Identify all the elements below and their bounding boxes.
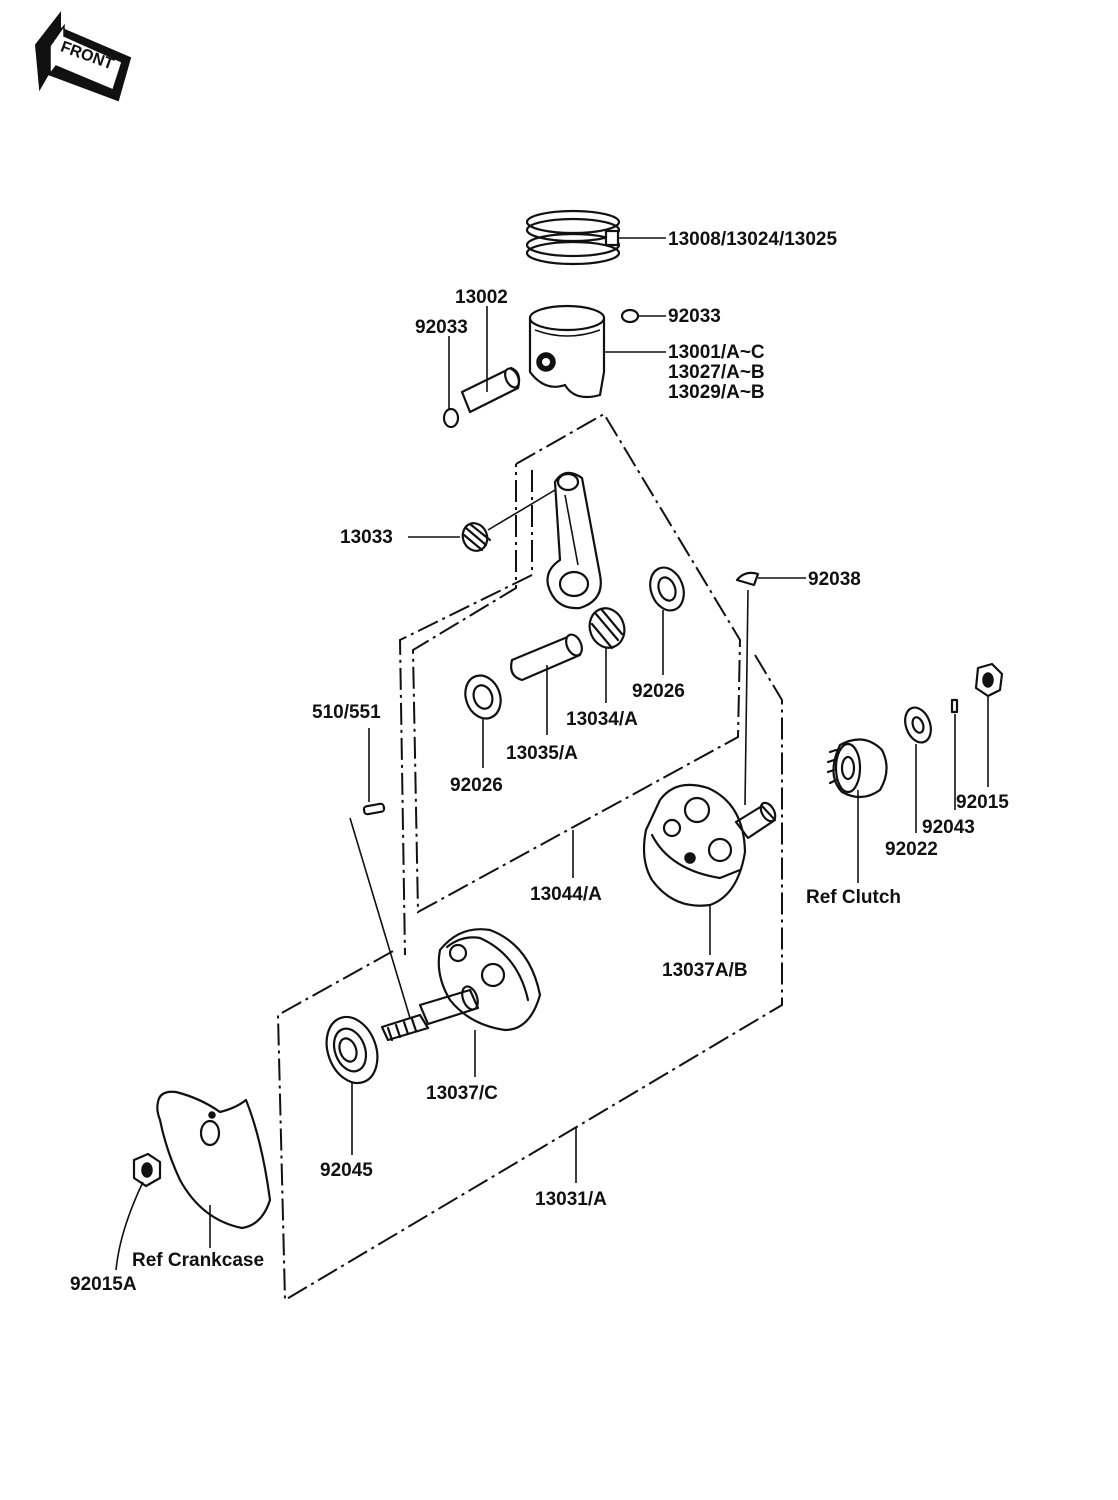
label-washer-left: 92026 xyxy=(450,775,503,796)
label-ref-crankcase: Ref Crankcase xyxy=(132,1250,264,1271)
label-nut-92015: 92015 xyxy=(956,792,1009,813)
flywheel-left-part xyxy=(380,928,542,1042)
label-small-end-bearing: 13033 xyxy=(340,527,393,548)
conrod-assembly-boundary xyxy=(411,412,742,914)
nut-92015-part xyxy=(974,662,1004,698)
label-woodruff-key: 92038 xyxy=(808,569,861,590)
label-piston-1: 13001/A~C xyxy=(668,342,765,363)
label-flywheel-right: 13037A/B xyxy=(662,960,748,981)
front-arrow-icon: FRONT xyxy=(34,11,132,102)
label-crank-pin: 13035/A xyxy=(506,743,578,764)
key-510-part xyxy=(362,802,386,816)
washer-92022-part xyxy=(904,706,932,744)
main-bearing-part xyxy=(325,1015,379,1085)
big-end-bearing-part xyxy=(588,607,626,650)
label-crankshaft-assembly: 13031/A xyxy=(535,1189,607,1210)
connecting-rod-part xyxy=(546,471,602,610)
small-end-bearing-part xyxy=(461,522,492,552)
washer-left-part xyxy=(464,674,502,720)
label-ref-clutch: Ref Clutch xyxy=(806,887,901,908)
woodruff-key-part xyxy=(735,571,760,587)
crankcase-plate-part xyxy=(156,1090,272,1230)
crank-pin-part xyxy=(510,633,583,682)
label-washer-92022: 92022 xyxy=(885,839,938,860)
nut-92015a-part xyxy=(132,1152,162,1188)
label-pin-clip-left: 92033 xyxy=(415,317,468,338)
label-conrod-assembly: 13044/A xyxy=(530,884,602,905)
pin-92043-part xyxy=(950,698,959,714)
flywheel-right-part xyxy=(642,783,777,907)
clutch-gear-part xyxy=(826,738,888,799)
label-nut-92015a: 92015A xyxy=(70,1274,137,1295)
label-main-bearing: 92045 xyxy=(320,1160,373,1181)
pin-clip-right-part xyxy=(620,308,640,324)
label-piston-3: 13029/A~B xyxy=(668,382,765,403)
label-washer-right: 92026 xyxy=(632,681,685,702)
pin-clip-left-part xyxy=(442,407,460,429)
label-piston-2: 13027/A~B xyxy=(668,362,765,383)
washer-right-part xyxy=(649,566,685,612)
label-piston-pin: 13002 xyxy=(455,287,508,308)
piston-part xyxy=(528,304,606,399)
label-big-end-bearing: 13034/A xyxy=(566,709,638,730)
piston-rings-part xyxy=(525,209,621,266)
label-key-510: 510/551 xyxy=(312,702,381,723)
crankshaft-assembly-boundary xyxy=(276,654,783,1302)
label-pin-92043: 92043 xyxy=(922,817,975,838)
label-pin-clip-right: 92033 xyxy=(668,306,721,327)
label-flywheel-left: 13037/C xyxy=(426,1083,498,1104)
label-piston-rings: 13008/13024/13025 xyxy=(668,229,837,250)
piston-pin-part xyxy=(460,366,521,414)
